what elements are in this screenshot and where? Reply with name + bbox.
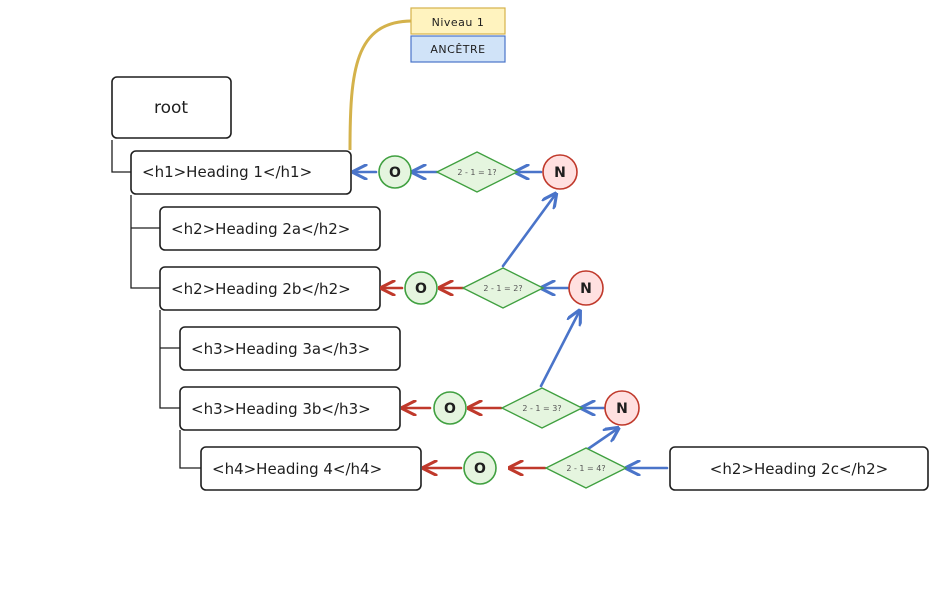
no-circle-3: N: [604, 390, 640, 426]
no-circle-3-label: N: [616, 401, 628, 417]
tree-line-h3b-children: [179, 430, 201, 469]
arrow-c2-to-n1: [501, 195, 555, 268]
no-circle-1: N: [542, 154, 578, 190]
node-h2a-label: <h2>Heading 2a</h2>: [171, 220, 350, 238]
decision-diamond: [435, 151, 519, 193]
root-box: [111, 76, 232, 139]
yes-circle-1: O: [378, 155, 412, 189]
condition-c1-label: 2 - 1 = 1?: [457, 168, 496, 177]
node-h3a-label: <h3>Heading 3a</h3>: [191, 340, 370, 358]
node-h2a-box: [159, 206, 381, 251]
yes-circle-4-label: O: [474, 461, 486, 477]
arrows: [355, 172, 669, 468]
node-h4-box: [200, 446, 422, 491]
no-circle-2: N: [568, 270, 604, 306]
node-h3a: <h3>Heading 3a</h3>: [179, 326, 401, 371]
condition-c2: 2 - 1 = 2?: [461, 267, 545, 309]
legend-ancestor-label: ANCÊTRE: [430, 43, 485, 56]
node-h4: <h4>Heading 4</h4>: [200, 446, 422, 491]
yes-circle-3-label: O: [444, 401, 456, 417]
yes-circle-3: O: [433, 391, 467, 425]
yes-circle-2: O: [404, 271, 438, 305]
legend-level-label: Niveau 1: [432, 16, 485, 29]
decision-diamond: [461, 267, 545, 309]
no-circle-2-label: N: [580, 281, 592, 297]
tree-line-h1-children: [130, 195, 160, 289]
node-h2c: <h2>Heading 2c</h2>: [669, 446, 929, 491]
node-h2b: <h2>Heading 2b</h2>: [159, 266, 381, 311]
legend-ancestor-box: [410, 35, 506, 63]
legend: Niveau 1 ANCÊTRE: [410, 7, 506, 63]
node-h4-label: <h4>Heading 4</h4>: [212, 460, 382, 478]
tree-line-h2b-children: [159, 310, 180, 409]
yes-circle-1-label: O: [389, 165, 401, 181]
condition-c3: 2 - 1 = 3?: [500, 387, 584, 429]
arrow-c4-to-n3: [583, 429, 617, 453]
yes-circle-2-label: O: [415, 281, 427, 297]
root-node: root: [111, 76, 232, 139]
condition-c1: 2 - 1 = 1?: [435, 151, 519, 193]
node-h3b: <h3>Heading 3b</h3>: [179, 386, 401, 431]
node-h3b-label: <h3>Heading 3b</h3>: [191, 400, 371, 418]
node-h2b-label: <h2>Heading 2b</h2>: [171, 280, 351, 298]
node-h2c-label: <h2>Heading 2c</h2>: [710, 460, 888, 478]
arrow-c3-to-n2: [539, 312, 579, 388]
node-h3a-box: [179, 326, 401, 371]
node-h1: <h1>Heading 1</h1>: [130, 150, 352, 195]
node-h1-label: <h1>Heading 1</h1>: [142, 163, 312, 181]
node-h1-box: [130, 150, 352, 195]
decision-diamond: [500, 387, 584, 429]
condition-c2-label: 2 - 1 = 2?: [483, 284, 522, 293]
tree-lines: [111, 140, 201, 469]
tree-line-root-h1: [111, 140, 131, 173]
decision-diamond: [544, 447, 628, 489]
node-h2c-box: [669, 446, 929, 491]
legend-connector: [348, 19, 412, 151]
node-h3b-box: [179, 386, 401, 431]
node-h2a: <h2>Heading 2a</h2>: [159, 206, 381, 251]
yes-circle-4: O: [463, 451, 497, 485]
condition-c3-label: 2 - 1 = 3?: [522, 404, 561, 413]
no-circle-1-label: N: [554, 165, 566, 181]
condition-c4: 2 - 1 = 4?: [544, 447, 628, 489]
condition-c4-label: 2 - 1 = 4?: [566, 464, 605, 473]
root-label: root: [154, 98, 188, 118]
